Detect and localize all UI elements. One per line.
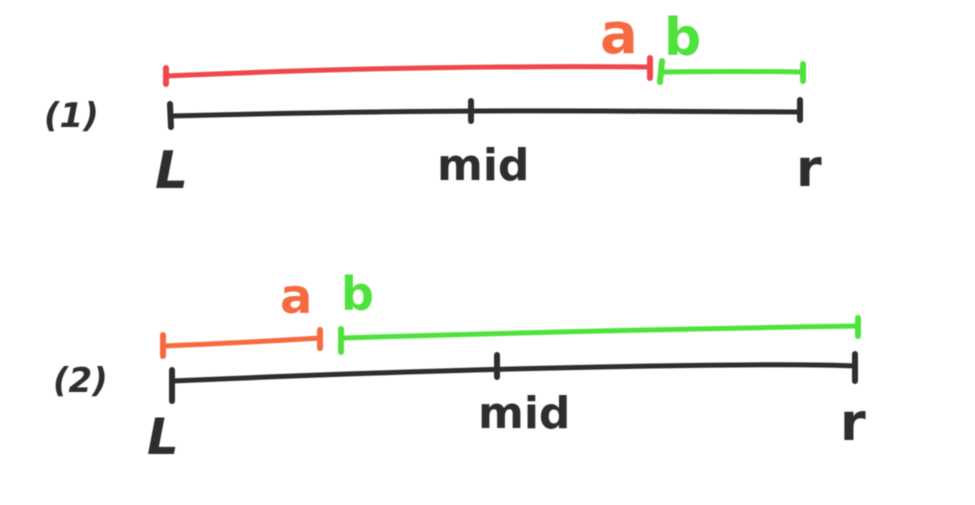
- segment-b-1: [657, 58, 806, 85]
- mid-label-1: mid: [437, 140, 529, 191]
- axis-2: [169, 351, 858, 404]
- segment-b-2-label: b: [341, 267, 374, 321]
- diagram-2: (2) a b L mid r: [53, 267, 866, 466]
- mid-label-2: mid: [478, 388, 570, 439]
- segment-b-1-label: b: [664, 8, 701, 68]
- right-label-2: r: [840, 393, 866, 453]
- diagram-1: (1) a b L mid r: [44, 2, 822, 201]
- diagram-2-label: (2): [53, 361, 108, 401]
- diagram-1-label: (1): [44, 96, 99, 136]
- right-label-1: r: [796, 139, 822, 199]
- left-label-1: L: [155, 141, 188, 201]
- segment-a-2: [160, 327, 323, 359]
- segment-a-1-label: a: [600, 2, 638, 67]
- segment-a-1: [163, 55, 653, 87]
- segment-a-2-label: a: [280, 269, 312, 325]
- axis-1: [167, 97, 803, 130]
- segment-b-2: [338, 315, 861, 355]
- left-label-2: L: [147, 408, 179, 466]
